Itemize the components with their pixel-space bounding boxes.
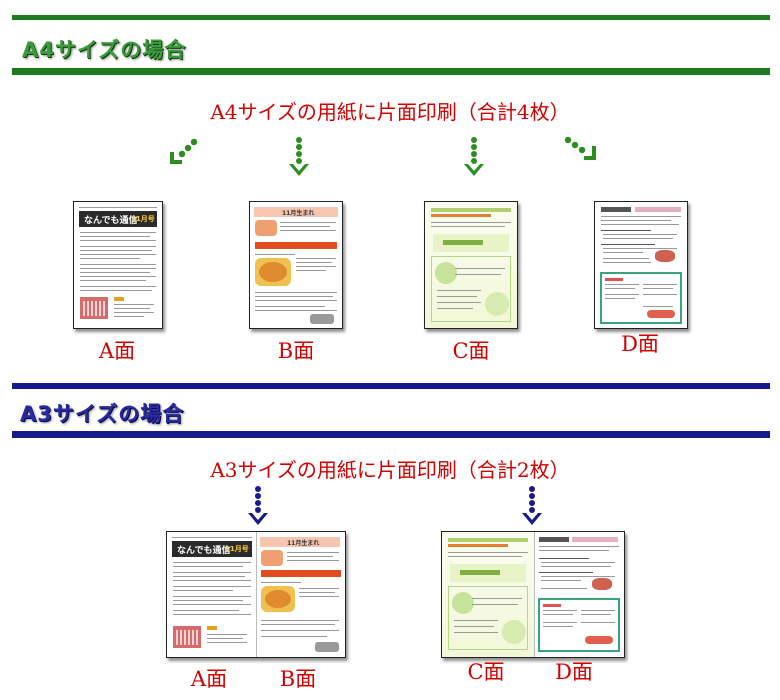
a3-section-bottom-bar: [12, 431, 770, 438]
a4-page-b-label: B面: [277, 339, 315, 363]
newsletter-title: なんでも通信: [84, 216, 138, 226]
down-right-arrow-icon: [564, 136, 596, 160]
down-arrow-icon: [289, 137, 309, 176]
page-b-heading: 11月生まれ: [282, 210, 315, 217]
a3-sheet-1-label-a: A面: [190, 667, 228, 691]
newsletter-month: 11月号: [131, 215, 155, 223]
a4-page-c-thumbnail: [424, 201, 518, 329]
a3-sheet-2-label-c: C面: [467, 660, 505, 684]
down-arrow-icon: [248, 486, 268, 525]
newsletter-month: 11月号: [225, 545, 249, 553]
a4-section-subtitle: A4サイズの用紙に片面印刷（合計4枚）: [210, 100, 570, 124]
a3-sheet-1-thumbnail: なんでも通信 11月号 11月生まれ: [166, 531, 346, 658]
a4-section-title: A4サイズの場合: [22, 38, 187, 62]
a4-section-bottom-bar: [12, 68, 770, 75]
a4-section-top-bar: [12, 15, 770, 20]
a3-section-subtitle: A3サイズの用紙に片面印刷（合計2枚）: [210, 458, 570, 482]
a4-page-b-thumbnail: 11月生まれ: [249, 201, 343, 329]
a3-sheet-2-thumbnail: [441, 531, 625, 658]
a3-section-top-bar: [12, 383, 770, 389]
down-arrow-icon: [522, 486, 542, 525]
down-left-arrow-icon: [170, 138, 198, 164]
a4-page-d-label: D面: [621, 332, 659, 356]
a3-sheet-2-label-d: D面: [555, 660, 593, 684]
a4-page-c-label: C面: [452, 339, 490, 363]
a3-section-title: A3サイズの場合: [20, 402, 185, 426]
a4-page-a-thumbnail: なんでも通信 11月号: [73, 201, 163, 329]
a3-sheet-1-label-b: B面: [279, 667, 317, 691]
a4-page-a-label: A面: [98, 339, 136, 363]
page-b-heading: 11月生まれ: [287, 540, 320, 547]
down-arrow-icon: [464, 137, 484, 176]
a4-page-d-thumbnail: [594, 201, 688, 329]
newsletter-title: なんでも通信: [177, 546, 231, 556]
